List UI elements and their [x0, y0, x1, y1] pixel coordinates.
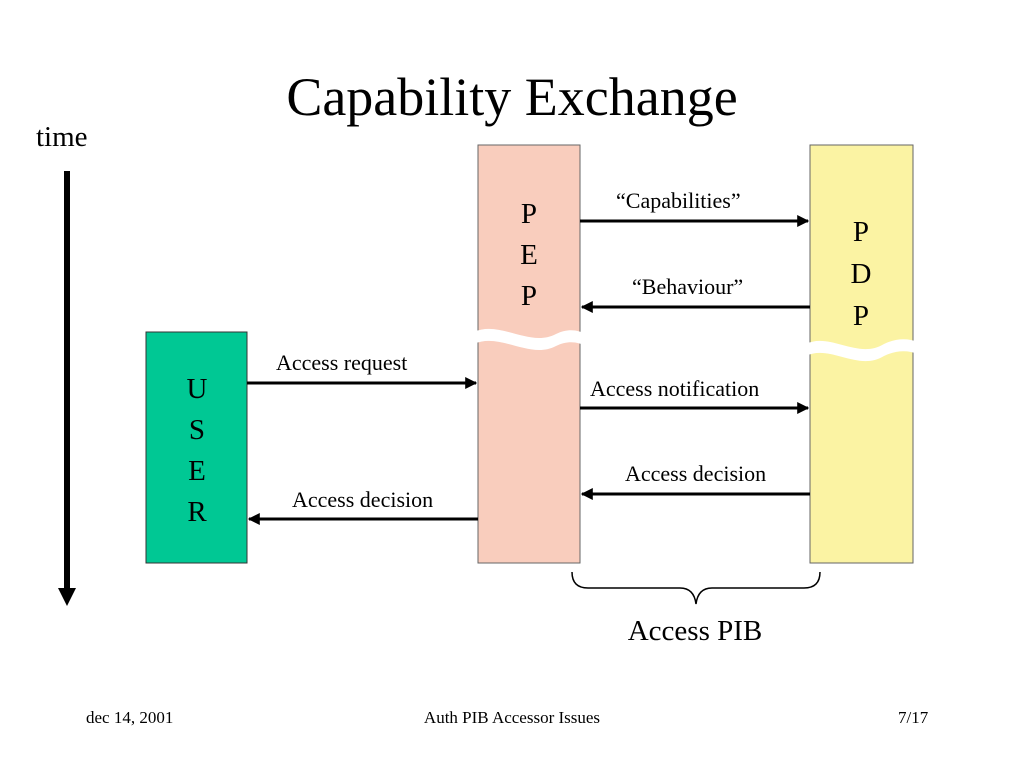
time-arrow-head [58, 588, 76, 606]
pdp-letter-3: P [852, 300, 870, 332]
pdp-letter-1: P [852, 216, 870, 248]
pep-box [477, 144, 581, 564]
time-label: time [36, 121, 88, 153]
access-request-label: Access request [276, 350, 408, 375]
capabilities-label: “Capabilities” [616, 188, 741, 213]
access-decision-user-label: Access decision [292, 487, 434, 512]
slide-title: Capability Exchange [286, 67, 738, 127]
access-pib-brace [571, 571, 821, 605]
footer-page-number: 7/17 [898, 708, 929, 727]
access-notification-label: Access notification [590, 376, 760, 401]
user-letter-3: E [188, 455, 206, 487]
pep-letter-3: P [520, 280, 538, 312]
access-decision-pdp-label: Access decision [625, 461, 767, 486]
behaviour-label: “Behaviour” [632, 274, 744, 299]
pep-break [474, 328, 586, 351]
user-letter-2: S [188, 414, 206, 446]
pdp-break [806, 339, 918, 362]
pep-letter-1: P [520, 198, 538, 230]
access-pib-label: Access PIB [627, 615, 763, 647]
user-letter-1: U [186, 373, 208, 405]
user-letter-4: R [187, 496, 207, 528]
pep-letter-2: E [520, 239, 538, 271]
pdp-letter-2: D [850, 258, 872, 290]
user-box [145, 331, 248, 564]
footer-date: dec 14, 2001 [86, 708, 174, 727]
footer-title: Auth PIB Accessor Issues [423, 708, 601, 727]
